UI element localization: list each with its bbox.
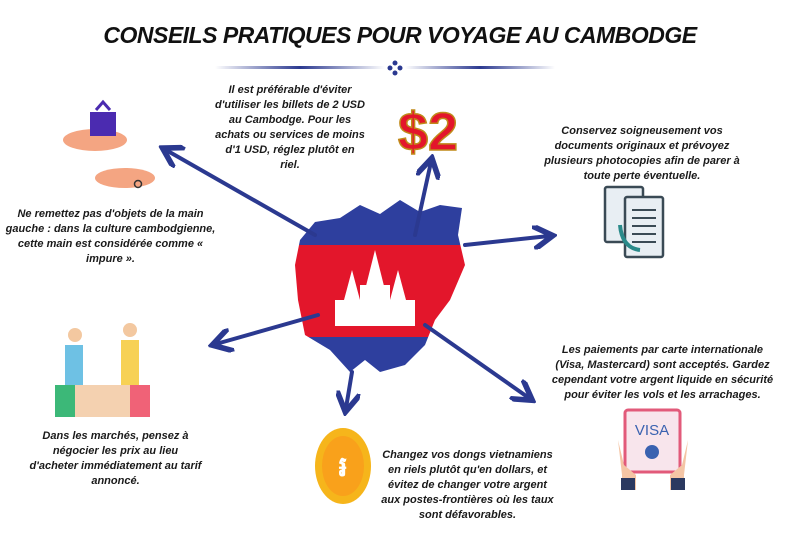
tip-left-hand: Ne remettez pas d'objets de la main gauc… (5, 208, 216, 265)
page-title: CONSEILS PRATIQUES POUR VOYAGE AU CAMBOD… (103, 22, 697, 48)
arrow-cards (423, 323, 529, 398)
tip-documents: Conservez soigneusement vos documents or… (544, 125, 740, 182)
arrows (166, 150, 549, 408)
riel-coin-icon: ៛ (315, 428, 371, 504)
arrow-left-hand (166, 150, 317, 237)
ornament-icon (387, 60, 403, 76)
svg-text:៛: ៛ (339, 450, 348, 483)
arrow-exchange (346, 370, 352, 408)
tip-bargain: Dans les marchés, pensez à négocier les … (29, 430, 202, 487)
arrow-bargain (216, 313, 320, 344)
visa-card-icon: VISA (618, 408, 688, 490)
title-divider (215, 60, 555, 76)
tip-cards: Les paiements par carte internationale (… (551, 344, 774, 401)
cambodia-flag-map (295, 200, 465, 372)
handshake-icon (55, 323, 150, 417)
arrow-documents (463, 236, 549, 245)
tip-banknotes: Il est préférable d'éviter d'utiliser le… (215, 84, 365, 171)
dollar-2-icon: $2 (398, 102, 458, 162)
arrow-banknotes (413, 162, 431, 237)
svg-text:VISA: VISA (635, 422, 669, 439)
tip-exchange: Changez vos dongs vietnamiens en riels p… (381, 449, 554, 521)
documents-icon (603, 185, 665, 259)
gift-hands-icon (63, 99, 155, 189)
angkor-wat-icon (335, 250, 415, 326)
